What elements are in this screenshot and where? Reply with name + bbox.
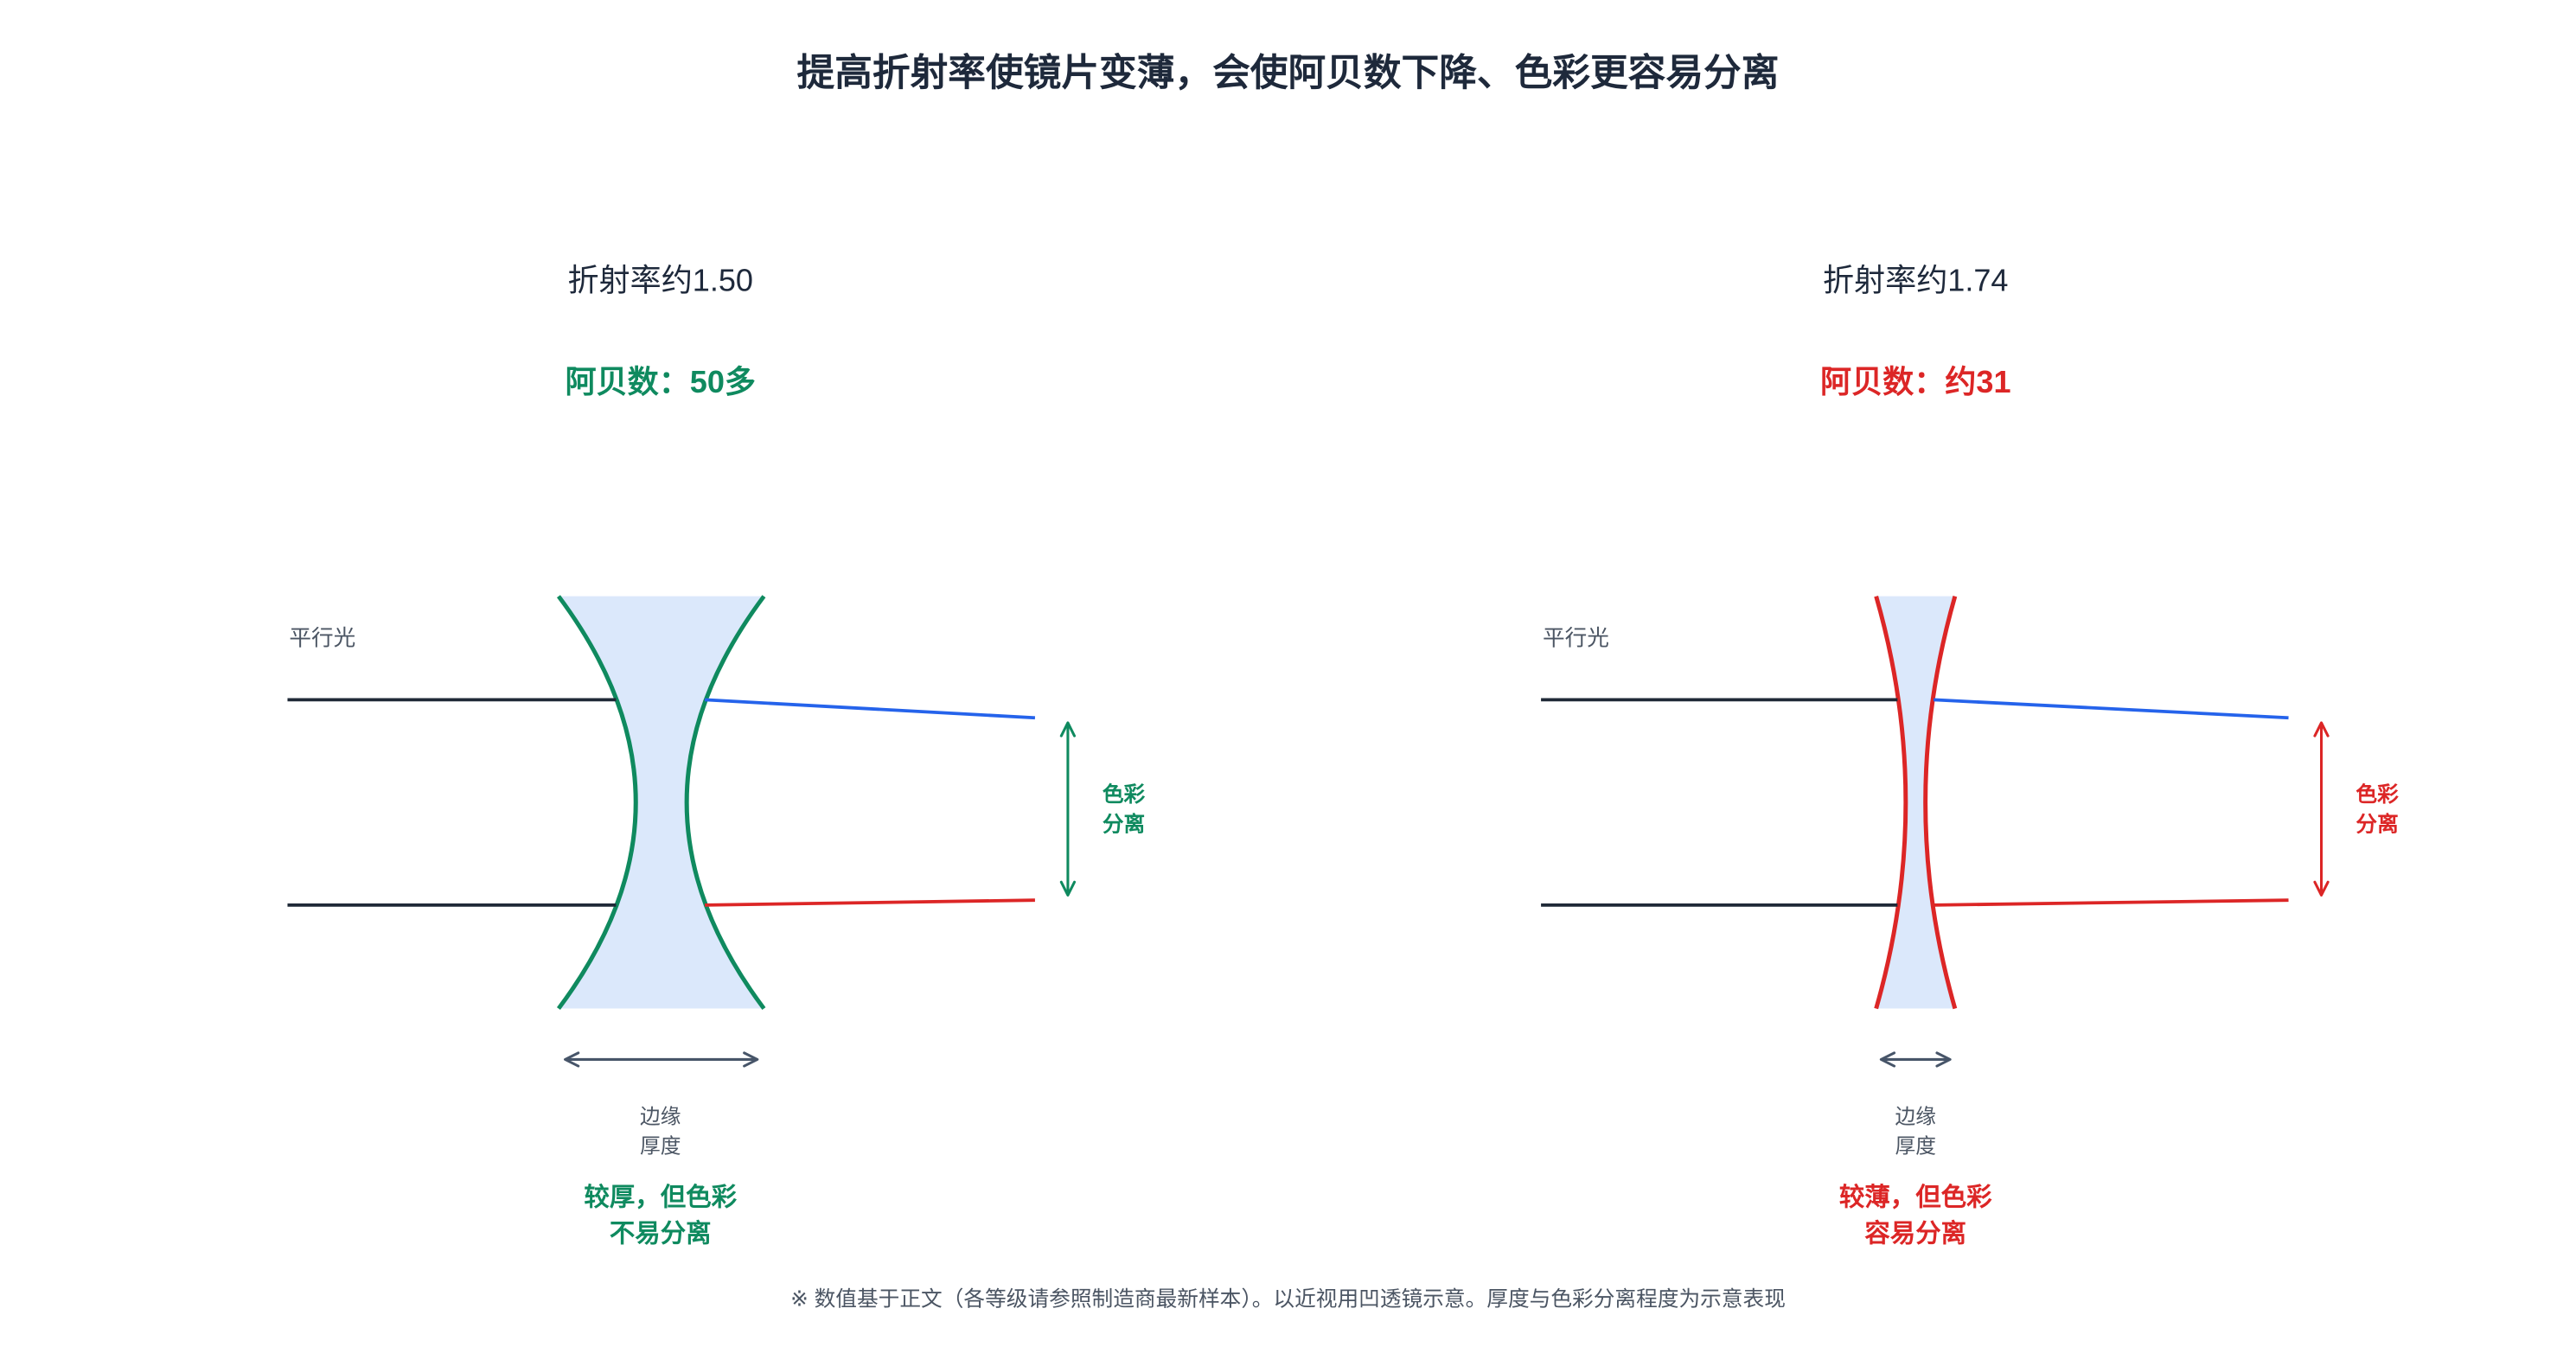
edge-thickness-arrow — [564, 1051, 759, 1068]
edge-label-line2: 厚度 — [640, 1135, 681, 1159]
refracted-ray-blue — [704, 698, 1036, 720]
footnote: ※ 数值基于正文（各等级请参照制造商最新样本）。以近视用凹透镜示意。厚度与色彩分… — [790, 1286, 1786, 1311]
separation-arrow — [2313, 721, 2330, 897]
lens-body — [558, 596, 764, 1009]
lens-surface-front — [556, 595, 638, 1011]
edge-arrow-head-right — [1935, 1051, 1952, 1068]
edge-thickness-arrow — [1879, 1051, 1952, 1068]
conclusion-line2: 容易分离 — [1864, 1219, 1966, 1248]
edge-label-line2: 厚度 — [1895, 1135, 1936, 1159]
separation-label-line2: 分离 — [2355, 811, 2398, 836]
panel-high-index: 折射率约1.74 阿贝数：约31 平行光 色彩 分离 边缘 厚度 较薄，但色彩 … — [1541, 262, 2399, 1248]
separation-arrow — [1059, 721, 1077, 897]
refractive-index-label: 折射率约1.74 — [1823, 262, 2009, 297]
abbe-number-label: 阿贝数：50多 — [565, 364, 756, 399]
edge-arrow-head-left — [1879, 1051, 1896, 1068]
separation-label-line1: 色彩 — [1103, 782, 1146, 807]
parallel-light-label: 平行光 — [1543, 626, 1609, 651]
edge-label-line1: 边缘 — [1895, 1106, 1936, 1129]
refracted-ray-red — [705, 898, 1035, 907]
separation-arrow-head-bottom — [2313, 880, 2330, 897]
lens-surface-front — [1874, 596, 1908, 1010]
lens-surface-back — [684, 595, 766, 1011]
edge-arrow-head-left — [564, 1051, 580, 1068]
separation-arrow-head-top — [2313, 721, 2330, 737]
separation-arrow-head-top — [1059, 721, 1077, 737]
conclusion-line1: 较厚，但色彩 — [584, 1183, 737, 1212]
parallel-light-label: 平行光 — [289, 626, 355, 651]
abbe-number-label: 阿贝数：约31 — [1820, 364, 2011, 399]
lens-surface-back — [1923, 596, 1958, 1010]
edge-label-line1: 边缘 — [640, 1106, 681, 1129]
separation-label-line1: 色彩 — [2355, 782, 2399, 807]
conclusion-line1: 较薄，但色彩 — [1839, 1183, 1992, 1212]
separation-arrow-head-bottom — [1059, 880, 1077, 897]
refracted-ray-red — [1934, 898, 2289, 907]
lens-body — [1876, 596, 1955, 1009]
panel-low-index: 折射率约1.50 阿贝数：50多 平行光 色彩 分离 边缘 厚度 较厚，但色彩 … — [287, 262, 1146, 1248]
refractive-index-label: 折射率约1.50 — [567, 262, 753, 297]
edge-arrow-head-right — [743, 1051, 759, 1068]
refracted-ray-blue — [1934, 698, 2289, 720]
diagram-title: 提高折射率使镜片变薄，会使阿贝数下降、色彩更容易分离 — [797, 52, 1780, 94]
separation-label-line2: 分离 — [1103, 811, 1145, 836]
conclusion-line2: 不易分离 — [610, 1219, 712, 1248]
